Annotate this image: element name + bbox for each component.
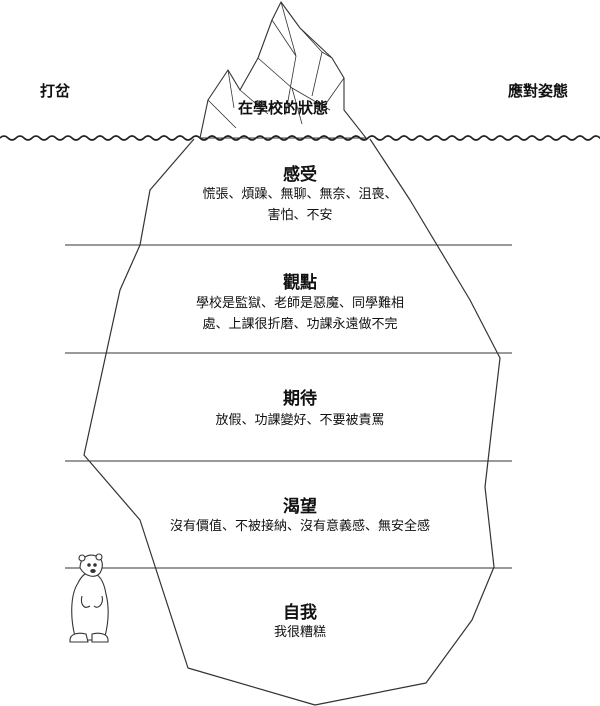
- layer-title-expectations: 期待: [283, 389, 317, 409]
- layer-desc-line: 害怕、不安: [267, 208, 333, 223]
- layer-desc-self: 我很糟糕: [150, 622, 450, 643]
- iceberg-body: [83, 138, 501, 706]
- layer-desc-line: 慌張、煩躁、無聊、無奈、沮喪、: [202, 187, 398, 202]
- layer-desc-line: 放假、功課變好、不要被責罵: [215, 413, 385, 428]
- layer-title-self: 自我: [283, 603, 317, 623]
- layer-desc-line: 學校是監獄、老師是惡魔、同學難相: [195, 296, 404, 311]
- layer-desc-line: 處、上課很折磨、功課永遠做不完: [202, 317, 398, 332]
- iceberg-tip: [199, 1, 367, 139]
- coping-stance-heading: 應對姿態: [508, 82, 569, 100]
- layer-desc-line: 沒有價值、不被接納、沒有意義感、無安全感: [169, 519, 430, 534]
- layer-title-feelings: 感受: [283, 165, 317, 185]
- layer-dividers: [65, 244, 512, 569]
- layer-desc-line: 我很糟糕: [273, 625, 326, 640]
- layer-desc-yearnings: 沒有價值、不被接納、沒有意義感、無安全感: [150, 516, 450, 537]
- water-line: [0, 135, 600, 141]
- layer-desc-feelings: 慌張、煩躁、無聊、無奈、沮喪、 害怕、不安: [150, 184, 450, 226]
- coping-stance-label: 打岔: [40, 82, 71, 100]
- layer-desc-perceptions: 學校是監獄、老師是惡魔、同學難相 處、上課很折磨、功課永遠做不完: [150, 293, 450, 335]
- layer-title-yearnings: 渴望: [283, 497, 317, 517]
- layer-desc-expectations: 放假、功課變好、不要被責罵: [150, 410, 450, 431]
- polar-bear-illustration: [69, 553, 109, 643]
- layer-title-perceptions: 觀點: [283, 273, 317, 293]
- school-state-label: 在學校的狀態: [237, 99, 328, 117]
